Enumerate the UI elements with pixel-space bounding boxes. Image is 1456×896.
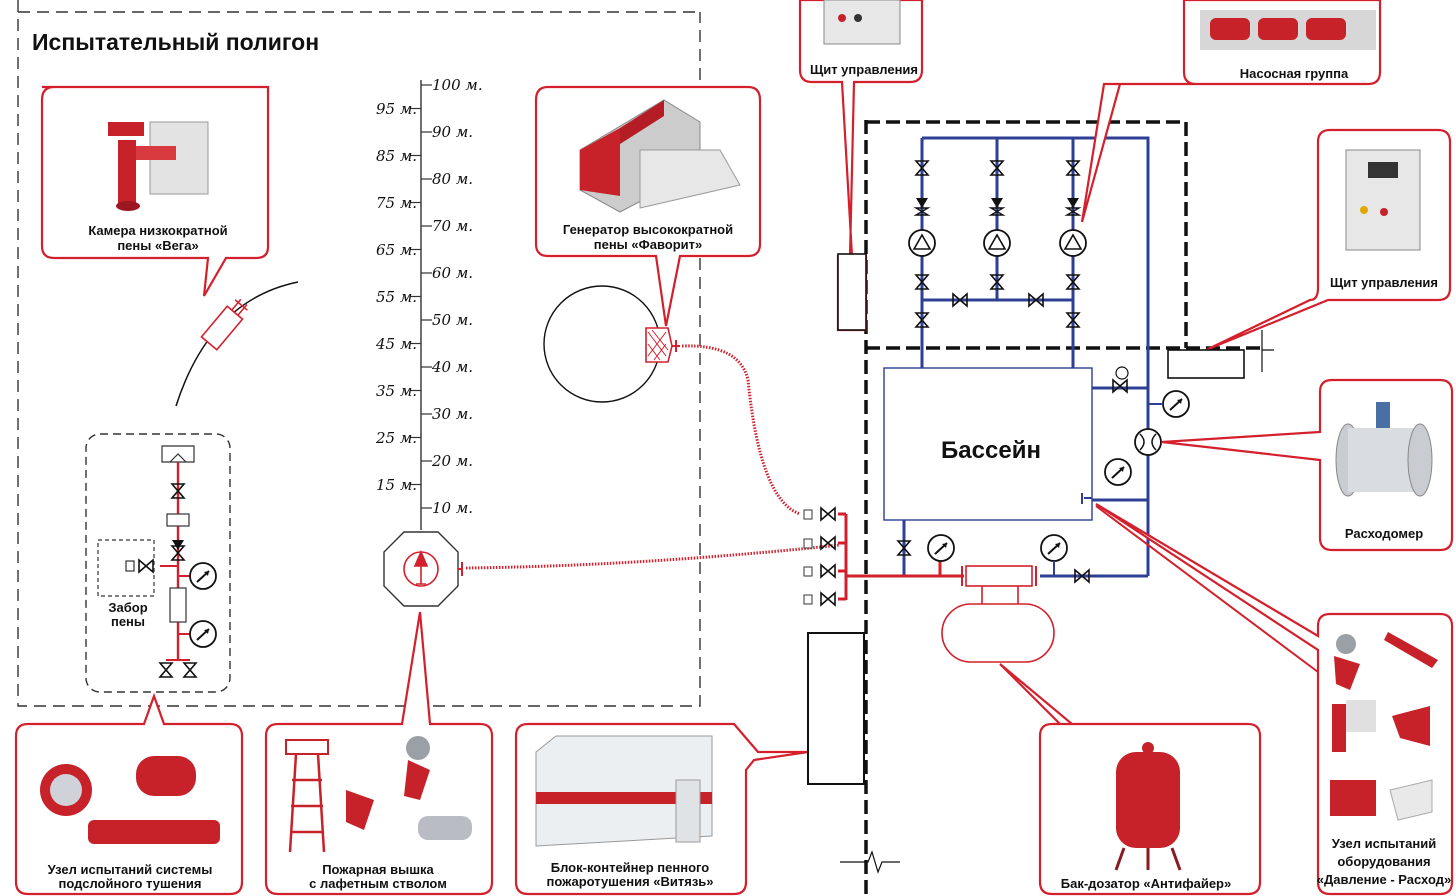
- tank-circle: [543, 285, 661, 403]
- flowmeter-callout: Расходомер: [1161, 378, 1454, 552]
- nozzle-icon-3: [1392, 706, 1430, 746]
- foam-chamber-icon: [1332, 704, 1346, 752]
- scale-right-100: 100 м.: [432, 76, 483, 94]
- control-panel-box-1: [837, 253, 867, 331]
- vega-callout: Камера низкократной пены «Вега»: [40, 85, 270, 297]
- height-scale: [410, 80, 432, 530]
- test-node-caption-1: Узел испытаний: [1332, 836, 1436, 851]
- pump-room-boundary: [866, 120, 1260, 350]
- site-title: Испытательный полигон: [32, 29, 319, 55]
- test-node-caption-3: «Давление - Расход»: [1317, 872, 1451, 887]
- foam-generator-icon-2: [1389, 779, 1433, 821]
- favorit-callout: Генератор высокократной пены «Фаворит»: [534, 85, 762, 327]
- pumps-caption: Насосная группа: [1240, 66, 1349, 81]
- container-block: [807, 632, 865, 785]
- test-site-boundary: [17, 0, 701, 707]
- pressure-gauge-2: [1104, 458, 1132, 486]
- hose-to-tower: [465, 543, 841, 570]
- dosing-tank-symbol: [941, 603, 1055, 663]
- scale-left-65: 65 м.: [376, 241, 417, 259]
- container-callout: Блок-контейнер пенного пожаротушения «Ви…: [514, 722, 809, 896]
- scale-right-40: 40 м.: [431, 358, 473, 376]
- scale-left-55: 55 м.: [376, 288, 417, 306]
- scale-left-15: 15 м.: [376, 476, 417, 494]
- foam-intake-label-1: Забор: [108, 600, 147, 615]
- test-node-callout: Узел испытаний оборудования «Давление - …: [1095, 503, 1454, 896]
- control-panel-right-callout: Щит управления: [1205, 128, 1452, 352]
- monitor-nozzle-icon: [406, 736, 430, 760]
- foam-nozzle-icon: [418, 816, 472, 840]
- flowmeter-symbol: [1134, 428, 1162, 456]
- tank-callout: Бак-дозатор «Антифайер»: [999, 663, 1262, 896]
- pressure-gauge-3: [927, 534, 955, 562]
- fire-tower-icon: [285, 739, 329, 853]
- pool-label: Бассейн: [941, 437, 1041, 464]
- foam-chamber-vega-icon: [108, 121, 209, 211]
- container-caption-1: Блок-контейнер пенного: [551, 860, 710, 875]
- scale-right-70: 70 м.: [432, 217, 473, 235]
- subsurface-caption-2: подслойного тушения: [59, 876, 202, 891]
- monitor-icon-1: [1336, 634, 1356, 654]
- vega-caption-1: Камера низкократной: [88, 223, 227, 238]
- red-pipework: [838, 512, 964, 601]
- scale-right-60: 60 м.: [432, 264, 473, 282]
- pressure-gauge-1: [1162, 390, 1190, 418]
- foam-container-vityaz-icon: [535, 735, 713, 847]
- hose-to-generator: [681, 344, 801, 516]
- vega-caption-2: пены «Вега»: [117, 238, 198, 253]
- scale-left-45: 45 м.: [375, 335, 417, 353]
- control-panel-box-2: [1167, 349, 1245, 379]
- pool: [883, 367, 1093, 521]
- nozzle-icon: [346, 790, 374, 830]
- generator-symbol: [645, 327, 673, 363]
- control-right-caption: Щит управления: [1330, 275, 1438, 290]
- subsurface-callout: Узел испытаний системы подслойного тушен…: [14, 692, 244, 896]
- generator-icon: [1330, 780, 1376, 816]
- outlet-valves: [803, 507, 836, 606]
- tower-caption-2: с лафетным стволом: [309, 876, 447, 891]
- dosing-tank-antifire-icon: [1114, 742, 1182, 871]
- pump-group-callout: Насосная группа: [1080, 0, 1382, 223]
- scale-left-95: 95 м.: [376, 100, 417, 118]
- proportioner-symbol: [961, 565, 1037, 604]
- test-node-caption-2: оборудования: [1337, 854, 1430, 869]
- favorit-caption-2: пены «Фаворит»: [594, 237, 703, 252]
- foam-intake-box: [97, 539, 155, 597]
- foam-intake-label-2: пены: [111, 614, 145, 629]
- scale-left-85: 85 м.: [376, 147, 417, 165]
- tank-caption: Бак-дозатор «Антифайер»: [1061, 876, 1231, 891]
- pressure-gauge-4: [1040, 534, 1068, 562]
- tower-callout: Пожарная вышка с лафетным стволом: [264, 611, 494, 896]
- blue-pipework: [902, 136, 1150, 578]
- scale-left-25: 25 м.: [375, 429, 417, 447]
- foam-generator-icon: [136, 756, 196, 796]
- scale-right-10: 10 м.: [432, 499, 473, 517]
- scale-left-35: 35 м.: [376, 382, 417, 400]
- scale-left-75: 75 м.: [376, 194, 417, 212]
- subsurface-node-frame: [85, 433, 231, 693]
- flowmeter-caption: Расходомер: [1345, 526, 1423, 541]
- foam-generator-favorit-icon: [579, 99, 741, 213]
- subsurface-node-scheme: [125, 445, 217, 678]
- pipe-unit-icon: [88, 820, 220, 844]
- scale-right-50: 50 м.: [432, 311, 473, 329]
- nozzle-icon-2: [1384, 632, 1438, 668]
- foam-chamber-symbol: [200, 298, 248, 351]
- favorit-caption-1: Генератор высокократной: [563, 222, 733, 237]
- scale-right-80: 80 м.: [432, 170, 473, 188]
- pump-group-icon: [1200, 10, 1376, 50]
- control-panel-icon: [823, 0, 901, 45]
- flowmeter-icon: [1335, 402, 1433, 497]
- container-caption-2: пожаротушения «Витязь»: [546, 874, 713, 889]
- tower-caption-1: Пожарная вышка: [322, 862, 434, 877]
- control-top-caption: Щит управления: [810, 62, 918, 77]
- fire-tower-symbol: [383, 531, 459, 607]
- scale-right-90: 90 м.: [432, 123, 473, 141]
- scale-right-20: 20 м.: [431, 452, 473, 470]
- subsurface-caption-1: Узел испытаний системы: [48, 862, 213, 877]
- scale-right-30: 30 м.: [432, 405, 473, 423]
